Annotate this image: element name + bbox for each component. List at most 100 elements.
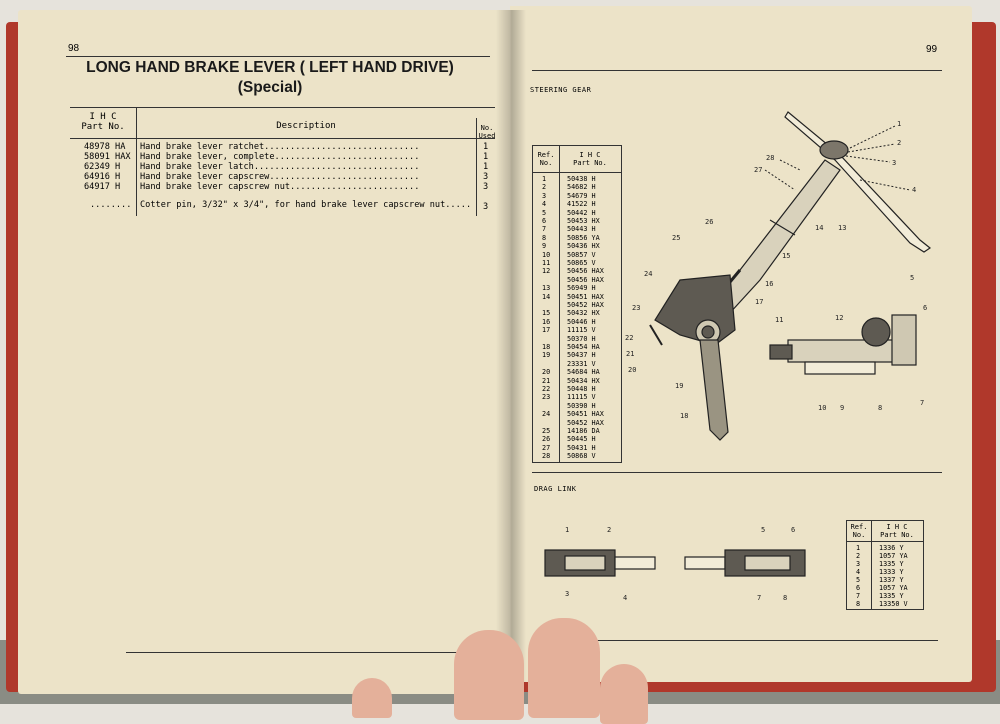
row-part: 50446 H <box>567 317 596 326</box>
row-part: 50451 HAX <box>567 292 604 301</box>
row-part: 50390 H <box>567 401 596 410</box>
row-part: 54684 HA <box>567 368 600 377</box>
row-used: 3 <box>483 182 489 192</box>
row-part: 50434 HX <box>567 376 600 385</box>
header-part-no: I H C Part No. <box>880 523 914 539</box>
callout-label: 4 <box>912 186 916 194</box>
row-ref: 1 <box>856 544 861 552</box>
row-ref: 19 <box>542 351 551 360</box>
row-ref: 2 <box>542 183 547 192</box>
callout-label: 21 <box>626 350 634 358</box>
callout-label: 7 <box>920 399 924 407</box>
callout-label: 6 <box>791 526 795 534</box>
callout-label: 7 <box>757 594 761 602</box>
row-part: 1335 Y <box>879 560 904 568</box>
row-ref: 11 <box>542 259 551 267</box>
row-part: 50868 V <box>567 452 596 461</box>
callout-label: 24 <box>644 270 652 278</box>
header-part-no: I H C Part No. <box>81 112 125 132</box>
table-divider <box>136 108 137 216</box>
callout-label: 2 <box>897 139 901 147</box>
row-ref: 9 <box>542 242 547 251</box>
row-part: 50442 H <box>567 208 596 217</box>
left-header-rule <box>66 56 490 58</box>
row-part: 50857 V <box>567 250 596 259</box>
row-part: 50456 HAX <box>567 275 604 284</box>
row-ref: 16 <box>542 317 551 326</box>
row-part: 50452 HAX <box>567 301 604 309</box>
callout-label: 27 <box>754 166 762 174</box>
row-used: 1 <box>483 142 489 152</box>
row-ref: 25 <box>542 427 551 435</box>
row-ref: 28 <box>542 452 551 461</box>
row-part: 50453 HX <box>567 217 600 225</box>
callout-label: 2 <box>607 526 611 534</box>
row-part: 48978 HA <box>84 142 126 152</box>
page-title-line1: LONG HAND BRAKE LEVER ( LEFT HAND DRIVE) <box>86 59 454 76</box>
row-ref: 10 <box>542 250 551 259</box>
row-part: 11115 V <box>567 393 596 402</box>
row-ref: 7 <box>542 225 547 234</box>
callout-label: 14 <box>815 224 823 232</box>
callout-label: 6 <box>923 304 927 312</box>
row-ref: 17 <box>542 326 551 335</box>
row-ref: 18 <box>542 343 551 351</box>
table-divider <box>559 146 560 462</box>
steering-gear-illustration: 1 2 3 4 28 27 26 25 24 16 17 14 13 15 23… <box>625 111 932 441</box>
row-part: 11115 V <box>567 326 596 335</box>
callout-label: 13 <box>838 224 846 232</box>
row-part: 50456 HAX <box>567 267 604 276</box>
row-part: 50370 H <box>567 334 596 343</box>
row-ref: 4 <box>542 200 547 209</box>
finger <box>454 630 524 720</box>
header-part-no: I H C Part No. <box>573 151 607 167</box>
callout-label: 25 <box>672 234 680 242</box>
right-footer-rule <box>548 640 938 641</box>
row-part: 1335 Y <box>879 592 904 600</box>
row-ref: 3 <box>542 191 547 200</box>
row-part: 64917 H <box>84 182 121 192</box>
row-ref: 20 <box>542 368 551 377</box>
row-ref: 3 <box>856 560 861 568</box>
row-ref: 13 <box>542 284 551 293</box>
header-ref: Ref. No. <box>537 151 555 167</box>
table-header-rule <box>533 172 621 173</box>
callout-label: 4 <box>623 594 627 602</box>
callout-label: 8 <box>783 594 787 602</box>
row-ref: 5 <box>856 576 861 584</box>
callout-label: 16 <box>765 280 773 288</box>
row-part: 1057 YA <box>879 584 908 592</box>
book-gutter <box>496 10 526 690</box>
callout-label: 18 <box>680 412 688 420</box>
row-ref: 23 <box>542 393 551 402</box>
row-part: 50452 HAX <box>567 418 604 427</box>
row-used: 1 <box>483 152 489 162</box>
row-ref: 8 <box>856 600 861 608</box>
row-part: 50431 H <box>567 443 596 452</box>
row-part: 50451 HAX <box>567 410 604 419</box>
left-footer-rule <box>126 652 506 653</box>
row-ref: 14 <box>542 292 551 301</box>
row-part: 50437 H <box>567 351 596 360</box>
header-description: Description <box>276 121 336 131</box>
row-ref: 22 <box>542 385 551 393</box>
row-part: 41522 H <box>567 200 596 209</box>
row-description: Hand brake lever ratchet................… <box>140 142 420 152</box>
row-ref: 15 <box>542 309 551 318</box>
row-part: 50865 V <box>567 259 596 267</box>
row-part: 14186 DA <box>567 427 600 435</box>
row-part: 23331 V <box>567 359 596 368</box>
finger <box>528 618 600 718</box>
row-part: 50454 HA <box>567 343 600 351</box>
callout-label: 22 <box>625 334 633 342</box>
header-ref: Ref. No. <box>850 523 868 539</box>
section-drag-link: DRAG LINK <box>534 485 577 493</box>
row-description: Hand brake lever latch..................… <box>140 162 420 172</box>
row-used: 3 <box>483 202 489 212</box>
row-part: 54682 H <box>567 183 596 192</box>
row-part: 1057 YA <box>879 552 908 560</box>
right-header-rule <box>532 70 942 72</box>
row-description: Hand brake lever, complete..............… <box>140 152 420 162</box>
callout-label: 17 <box>755 298 763 306</box>
